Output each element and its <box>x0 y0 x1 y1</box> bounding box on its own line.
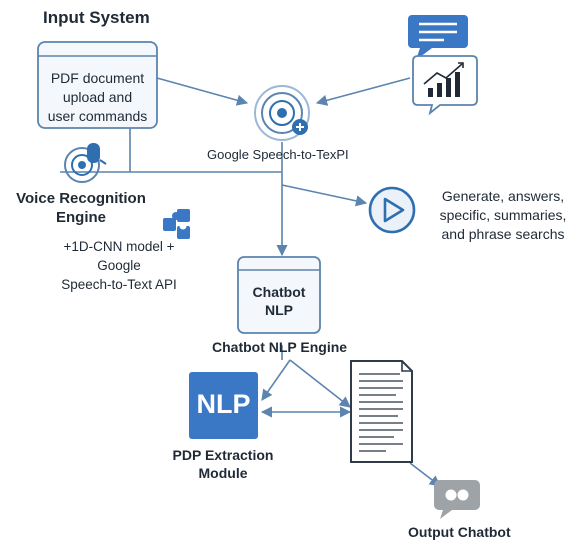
nlp-logo <box>189 372 258 439</box>
arrow-chatbot-to-doc <box>289 359 351 408</box>
input-system-title: Input System <box>43 8 150 27</box>
pdp-caption-line: PDP Extraction <box>172 447 274 463</box>
input-system-box <box>37 41 158 129</box>
google-api-label: Google Speech-to-TexPI <box>207 147 349 162</box>
arrow-bus-to-play <box>281 184 368 207</box>
voice-engine-description: +1D-CNN model + Google Speech-to-Text AP… <box>44 237 194 294</box>
arrow-chatbot-to-nlp <box>261 359 291 401</box>
generate-line: Generate, answers, <box>441 188 565 204</box>
input-box-line: upload and <box>62 89 133 105</box>
speech-recognition-icon <box>254 85 310 141</box>
chatbot-box-line: NLP <box>265 302 293 318</box>
generate-line: and phrase searchs <box>441 226 565 242</box>
arrow-input-to-google <box>156 77 249 106</box>
voice-engine-desc-line: Speech-to-Text API <box>61 277 177 292</box>
voice-engine-desc-line: +1D-CNN model + <box>63 239 175 254</box>
input-box-line: PDF document <box>50 70 145 86</box>
voice-engine-title-line: Engine <box>55 209 106 226</box>
pdp-caption-line: Module <box>198 465 248 481</box>
chart-report-icon <box>412 55 478 116</box>
chat-bubble-icon <box>408 15 468 60</box>
generate-line: specific, summaries, <box>439 207 567 223</box>
document-icon <box>350 360 413 463</box>
voice-engine-desc-line: Google <box>97 258 141 273</box>
generate-description: Generate, answers, specific, summaries, … <box>420 187 585 244</box>
chatbot-box-text: Chatbot NLP <box>238 283 320 319</box>
input-system-box-text: PDF document upload and user commands <box>38 69 157 126</box>
output-chat-icon <box>434 480 480 519</box>
chatbot-engine-caption: Chatbot NLP Engine <box>212 339 348 355</box>
input-box-line: user commands <box>47 108 148 124</box>
chatbot-box-line: Chatbot <box>252 284 306 300</box>
api-puzzle-icon <box>163 209 190 239</box>
voice-recognition-icon <box>64 143 107 183</box>
voice-engine-title-line: Voice Recognition <box>16 190 146 207</box>
play-icon <box>368 186 416 234</box>
nlp-logo-text: NLP <box>196 389 251 419</box>
voice-engine-title: Voice Recognition Engine <box>6 189 156 227</box>
pdp-caption: PDP Extraction Module <box>160 446 286 482</box>
arrow-chart-to-google <box>315 77 411 106</box>
chatbot-nlp-box <box>237 256 321 334</box>
output-chatbot-caption: Output Chatbot <box>408 524 511 540</box>
